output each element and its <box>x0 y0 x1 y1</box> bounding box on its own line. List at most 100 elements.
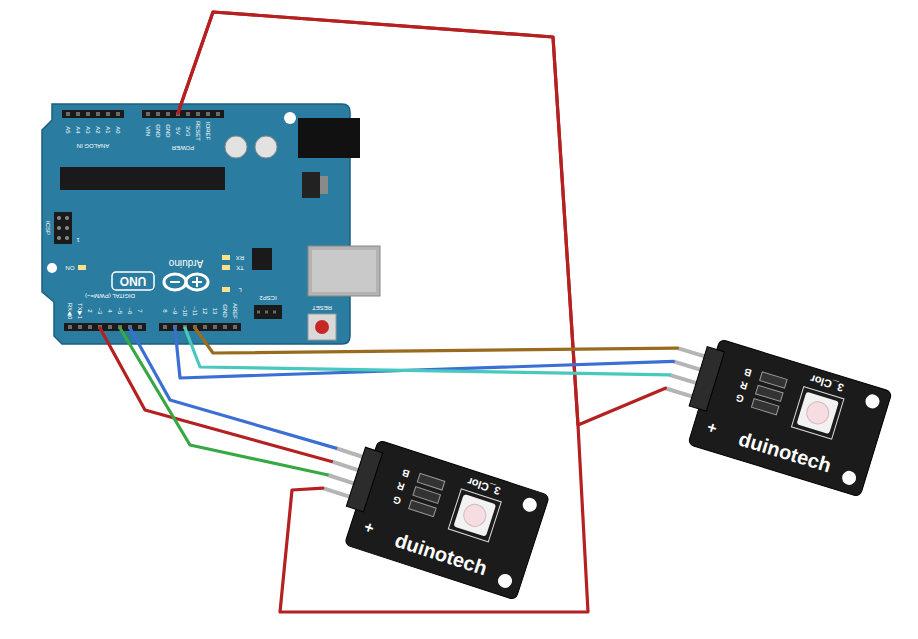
pin-label: R <box>396 480 406 492</box>
rgb-led-module <box>308 428 549 600</box>
header-pin <box>327 475 357 485</box>
pin-label: ~11 <box>192 306 198 316</box>
jumper-wire <box>120 328 327 475</box>
pin-label: ~10 <box>182 306 188 316</box>
resistor <box>756 385 783 401</box>
resistor <box>417 473 445 490</box>
jumper-wire <box>100 328 331 461</box>
brand-name: Arduino <box>169 258 203 268</box>
header-pin <box>665 388 696 397</box>
icsp-pin <box>57 226 61 230</box>
header-holes <box>146 112 222 116</box>
pin-label: 13 <box>212 308 218 315</box>
icsp-header <box>54 212 72 244</box>
header-pin <box>331 461 361 471</box>
module-board <box>688 339 892 497</box>
pin-marker: 1 <box>76 237 79 243</box>
reset-button <box>308 314 336 340</box>
led-l <box>222 287 230 292</box>
uno-logo-box <box>112 272 154 290</box>
icsp-pin <box>57 236 61 240</box>
pin-label: 5V <box>175 127 181 134</box>
pin-label: 12 <box>202 308 208 315</box>
regulator-tab <box>320 176 328 194</box>
mounting-hole <box>840 469 857 486</box>
resistor <box>409 500 437 517</box>
digital-header <box>159 323 241 331</box>
pin-label: 4 <box>107 309 113 312</box>
header-pin <box>678 348 709 357</box>
pin-label: TX▶1 <box>77 303 83 319</box>
led-label: L <box>238 287 241 293</box>
power-header <box>142 110 224 118</box>
led-label: TX <box>236 265 244 271</box>
module-board <box>344 440 549 600</box>
header-label: DIGITAL (PWM=~) <box>85 293 135 299</box>
led-outline <box>791 387 843 439</box>
brand-name: duinotech <box>736 428 833 475</box>
resistor <box>760 372 787 388</box>
icsp-pin <box>57 216 61 220</box>
resistor <box>413 487 441 504</box>
pin-label: + <box>362 519 376 537</box>
usb-socket-face <box>312 250 376 292</box>
rgb-led-module <box>652 328 893 497</box>
header-block <box>346 447 382 512</box>
pin-label: 7 <box>137 309 143 312</box>
pin-label: ~6 <box>127 308 133 315</box>
voltage-regulator <box>302 172 320 198</box>
mounting-hole <box>521 496 539 514</box>
pin-label: A3 <box>85 126 91 133</box>
rgb-led-lens <box>461 502 489 530</box>
analog-header <box>62 110 124 118</box>
pin-label: ~9 <box>172 308 178 315</box>
icsp-pin <box>65 236 69 240</box>
pin-label: A1 <box>105 126 111 133</box>
arduino-logo <box>164 274 186 290</box>
pin-label: 2 <box>87 309 93 312</box>
rgb-led-module: 3_Clor BRG + duinotech <box>663 336 893 497</box>
jumper-wire <box>130 328 336 448</box>
header-label: ANALOG IN <box>77 143 110 149</box>
pin-label: IOREF <box>205 122 211 140</box>
rgb-led <box>796 392 838 434</box>
module-name: 3_Clor <box>809 373 845 394</box>
pin-label: A0 <box>115 126 121 133</box>
header-label: POWER <box>172 145 195 151</box>
pin-label: R <box>739 379 749 391</box>
header-label: ICSP2 <box>259 295 276 301</box>
led-tx <box>222 265 230 270</box>
led-rx <box>222 255 230 260</box>
capacitor <box>225 136 247 158</box>
digital-header <box>64 323 146 331</box>
rgb-led-lens <box>804 399 831 426</box>
mounting-hole <box>496 572 514 590</box>
model-name: UNO <box>120 275 147 287</box>
mounting-hole <box>47 263 57 273</box>
usb-socket <box>308 246 380 296</box>
pin-label: AREF <box>232 303 238 319</box>
pin-label: A5 <box>65 126 71 133</box>
led-label: RX <box>236 255 244 261</box>
pin-label: G <box>734 392 744 404</box>
pin-label: GND <box>165 124 171 137</box>
pin-label: B <box>743 366 753 378</box>
pin-label: ~5 <box>117 308 123 315</box>
pin-label: + <box>705 419 719 437</box>
pin-label: A2 <box>95 126 101 133</box>
icsp2-header <box>254 305 282 319</box>
usb-chip <box>252 248 272 270</box>
header-pin <box>323 488 353 498</box>
led-label: ON <box>66 265 75 271</box>
pin-label: 3V3 <box>185 126 191 137</box>
power-jack <box>298 118 360 158</box>
arduino-board: ArduinoUNO <box>42 104 350 344</box>
rgb-led-module: 3_ClorBRG+duinotech <box>320 436 550 601</box>
jumper-wire <box>178 12 588 612</box>
pin-label: ~3 <box>97 308 103 315</box>
pin-label: A4 <box>75 126 81 133</box>
pin-label: GND <box>222 304 228 317</box>
logo-minus <box>170 281 180 283</box>
